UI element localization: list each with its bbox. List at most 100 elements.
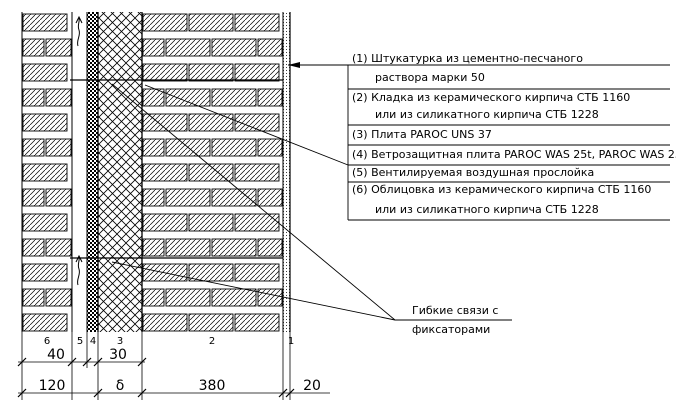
inner-brick [257, 238, 283, 257]
layer-number-2: 2 [209, 336, 215, 347]
outer-brick [22, 138, 45, 157]
inner-brick [257, 188, 283, 207]
outer-brick [22, 113, 68, 132]
outer-brick [22, 238, 45, 257]
outer-brick [22, 63, 68, 82]
outer-brick [22, 88, 45, 107]
legend-2-line-1: (2) Кладка из керамического кирпича СТБ … [352, 91, 630, 104]
inner-brick [188, 263, 234, 282]
inner-brick [142, 213, 188, 232]
outer-brick [22, 288, 45, 307]
legend-3: (3) Плита PAROC UNS 37 [352, 128, 492, 141]
inner-brick [165, 38, 211, 57]
inner-brick [257, 88, 283, 107]
legend: (1) Штукатурка из цементно-песчаного рас… [352, 52, 676, 216]
dim-380: 380 [199, 378, 226, 394]
inner-brick [142, 163, 188, 182]
inner-brick [234, 163, 280, 182]
inner-brick [234, 63, 280, 82]
legend-6-line-2: или из силикатного кирпича СТБ 1228 [375, 203, 599, 216]
inner-brick [211, 138, 257, 157]
layer-number-4: 4 [90, 336, 96, 347]
outer-brick [45, 38, 72, 57]
layer-number-1: 1 [288, 336, 294, 347]
insulation-layer [98, 12, 142, 332]
legend-6-line-1: (6) Облицовка из керамического кирпича С… [352, 183, 651, 196]
legend-2-line-2: или из силикатного кирпича СТБ 1228 [375, 108, 599, 121]
inner-brick [234, 313, 280, 332]
inner-brick [234, 13, 280, 32]
outer-brick [22, 313, 68, 332]
inner-brick [188, 313, 234, 332]
dim-40: 40 [47, 347, 65, 363]
outer-brick [45, 238, 72, 257]
dim-30: 30 [109, 347, 127, 363]
flexible-ties [70, 79, 283, 259]
inner-brick [211, 188, 257, 207]
legend-4: (4) Ветрозащитная плита PAROC WAS 25t, P… [352, 148, 676, 161]
inner-brick [165, 188, 211, 207]
outer-brick [22, 13, 68, 32]
inner-brick [142, 38, 165, 57]
outer-brick-layer [22, 13, 72, 332]
legend-1-line-1: (1) Штукатурка из цементно-песчаного [352, 52, 583, 65]
layer-number-3: 3 [117, 336, 123, 347]
dim-120: 120 [39, 378, 66, 394]
inner-brick [142, 238, 165, 257]
legend-arrowheads [288, 62, 300, 68]
plaster-layer [283, 12, 290, 332]
inner-brick [142, 288, 165, 307]
callout-line-2: фиксаторами [412, 323, 490, 336]
inner-brick [234, 213, 280, 232]
callout-line-1: Гибкие связи с [412, 304, 498, 317]
dim-20: 20 [303, 378, 321, 394]
layer-number-5: 5 [77, 336, 83, 347]
legend-5: (5) Вентилируемая воздушная прослойка [352, 166, 594, 179]
outer-brick [22, 188, 45, 207]
inner-brick [142, 138, 165, 157]
outer-brick [45, 88, 72, 107]
inner-brick [165, 88, 211, 107]
air-gap-layer [72, 12, 87, 332]
inner-brick [165, 238, 211, 257]
outer-brick [45, 138, 72, 157]
inner-brick [188, 113, 234, 132]
inner-brick [188, 163, 234, 182]
inner-brick [142, 313, 188, 332]
air-flow-arrow-top [77, 17, 80, 47]
inner-brick [211, 88, 257, 107]
inner-brick [142, 13, 188, 32]
outer-brick [22, 163, 68, 182]
inner-brick [257, 288, 283, 307]
inner-brick [211, 38, 257, 57]
outer-brick [22, 213, 68, 232]
layer-number-6: 6 [44, 336, 50, 347]
inner-brick [188, 63, 234, 82]
inner-brick [142, 88, 165, 107]
inner-brick [165, 288, 211, 307]
inner-brick [234, 113, 280, 132]
inner-brick [257, 38, 283, 57]
air-flow-arrows [75, 15, 83, 286]
inner-brick [188, 213, 234, 232]
inner-brick [188, 13, 234, 32]
wall-layers [22, 12, 290, 332]
air-flow-arrow-bottom [77, 256, 80, 286]
inner-brick [142, 113, 188, 132]
inner-brick [234, 263, 280, 282]
outer-brick [45, 288, 72, 307]
dimension-ticks [17, 357, 295, 398]
inner-brick [211, 238, 257, 257]
windproof-plate-layer [87, 12, 98, 332]
inner-brick [142, 188, 165, 207]
inner-brick [142, 63, 188, 82]
legend-leaders [144, 64, 670, 221]
outer-brick [22, 38, 45, 57]
inner-brick-layer [142, 13, 283, 332]
legend-1-line-2: раствора марки 50 [375, 71, 485, 84]
dim-delta: δ [116, 378, 125, 394]
inner-brick [257, 138, 283, 157]
outer-brick [22, 263, 68, 282]
layer-index: 6 5 4 3 2 1 [44, 336, 294, 347]
